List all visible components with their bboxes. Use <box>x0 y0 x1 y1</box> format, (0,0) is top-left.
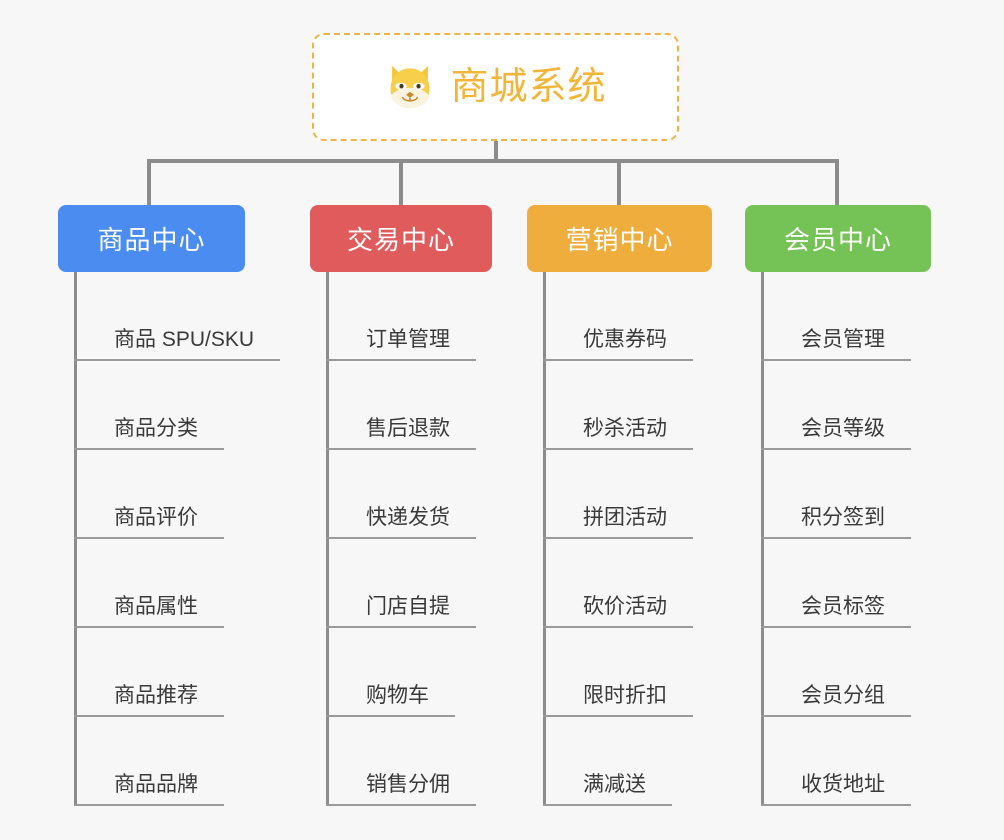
leaf-trunk-connector <box>543 272 546 806</box>
leaf-item[interactable]: 商品评价 <box>74 450 280 539</box>
leaf-item[interactable]: 秒杀活动 <box>543 361 693 450</box>
leaf-item-label: 拼团活动 <box>543 505 693 539</box>
category-box[interactable]: 营销中心 <box>527 205 712 272</box>
leaf-item-label: 商品属性 <box>74 594 224 628</box>
leaf-item[interactable]: 快递发货 <box>326 450 476 539</box>
leaf-item[interactable]: 砍价活动 <box>543 539 693 628</box>
leaf-item-label: 订单管理 <box>326 327 476 361</box>
leaf-item[interactable]: 商品推荐 <box>74 628 280 717</box>
leaf-column: 优惠券码秒杀活动拼团活动砍价活动限时折扣满减送 <box>543 272 693 806</box>
leaf-item[interactable]: 商品分类 <box>74 361 280 450</box>
leaf-item-label: 积分签到 <box>761 505 911 539</box>
branch-drop-connector <box>399 159 403 205</box>
leaf-item-label: 商品评价 <box>74 505 224 539</box>
root-stem-connector <box>494 141 498 161</box>
leaf-item-label: 优惠券码 <box>543 327 693 361</box>
leaf-item-label: 商品分类 <box>74 416 224 450</box>
leaf-column: 订单管理售后退款快递发货门店自提购物车销售分佣 <box>326 272 476 806</box>
leaf-item[interactable]: 商品属性 <box>74 539 280 628</box>
category-box[interactable]: 交易中心 <box>310 205 492 272</box>
category-box[interactable]: 会员中心 <box>745 205 931 272</box>
leaf-item[interactable]: 购物车 <box>326 628 476 717</box>
leaf-item-label: 商品品牌 <box>74 772 224 806</box>
leaf-item[interactable]: 满减送 <box>543 717 693 806</box>
leaf-item[interactable]: 限时折扣 <box>543 628 693 717</box>
shiba-dog-face-icon <box>390 65 430 109</box>
leaf-trunk-connector <box>326 272 329 806</box>
leaf-item[interactable]: 订单管理 <box>326 272 476 361</box>
leaf-item[interactable]: 优惠券码 <box>543 272 693 361</box>
leaf-item-label: 砍价活动 <box>543 594 693 628</box>
leaf-item[interactable]: 收货地址 <box>761 717 911 806</box>
branch-drop-connector <box>617 159 621 205</box>
leaf-item-label: 会员分组 <box>761 683 911 717</box>
category-label: 商品中心 <box>97 225 206 255</box>
leaf-item[interactable]: 拼团活动 <box>543 450 693 539</box>
leaf-item-label: 销售分佣 <box>326 772 476 806</box>
branch-drop-connector <box>147 159 151 205</box>
leaf-item[interactable]: 销售分佣 <box>326 717 476 806</box>
leaf-item-label: 快递发货 <box>326 505 476 539</box>
leaf-item[interactable]: 会员分组 <box>761 628 911 717</box>
branch-drop-connector <box>835 159 839 205</box>
leaf-item-label: 门店自提 <box>326 594 476 628</box>
leaf-item[interactable]: 积分签到 <box>761 450 911 539</box>
leaf-item[interactable]: 商品品牌 <box>74 717 280 806</box>
leaf-item-label: 秒杀活动 <box>543 416 693 450</box>
category-box[interactable]: 商品中心 <box>58 205 245 272</box>
leaf-item-label: 限时折扣 <box>543 683 693 717</box>
leaf-item-label: 商品推荐 <box>74 683 224 717</box>
root-node[interactable]: 商城系统 <box>312 33 679 141</box>
leaf-item[interactable]: 门店自提 <box>326 539 476 628</box>
leaf-item-label: 售后退款 <box>326 416 476 450</box>
category-label: 交易中心 <box>346 225 455 255</box>
leaf-item-label: 会员管理 <box>761 327 911 361</box>
leaf-column: 会员管理会员等级积分签到会员标签会员分组收货地址 <box>761 272 911 806</box>
leaf-column: 商品 SPU/SKU 商品分类商品评价商品属性商品推荐商品品牌 <box>74 272 281 806</box>
leaf-item-label: 会员标签 <box>761 594 911 628</box>
leaf-trunk-connector <box>761 272 764 806</box>
leaf-item[interactable]: 会员等级 <box>761 361 911 450</box>
leaf-item-label: 购物车 <box>326 683 455 717</box>
branch-bus-connector <box>149 159 839 163</box>
leaf-item-label: 会员等级 <box>761 416 911 450</box>
leaf-item[interactable]: 会员管理 <box>761 272 911 361</box>
category-label: 会员中心 <box>783 225 892 255</box>
leaf-item[interactable]: 商品 SPU/SKU <box>74 272 281 361</box>
category-label: 营销中心 <box>565 225 674 255</box>
leaf-item-label: 商品 SPU/SKU <box>74 327 281 361</box>
root-title: 商城系统 <box>450 66 607 108</box>
leaf-item[interactable]: 会员标签 <box>761 539 911 628</box>
leaf-item[interactable]: 售后退款 <box>326 361 476 450</box>
leaf-item-label: 收货地址 <box>761 772 911 806</box>
leaf-trunk-connector <box>74 272 77 806</box>
leaf-item-label: 满减送 <box>543 772 672 806</box>
